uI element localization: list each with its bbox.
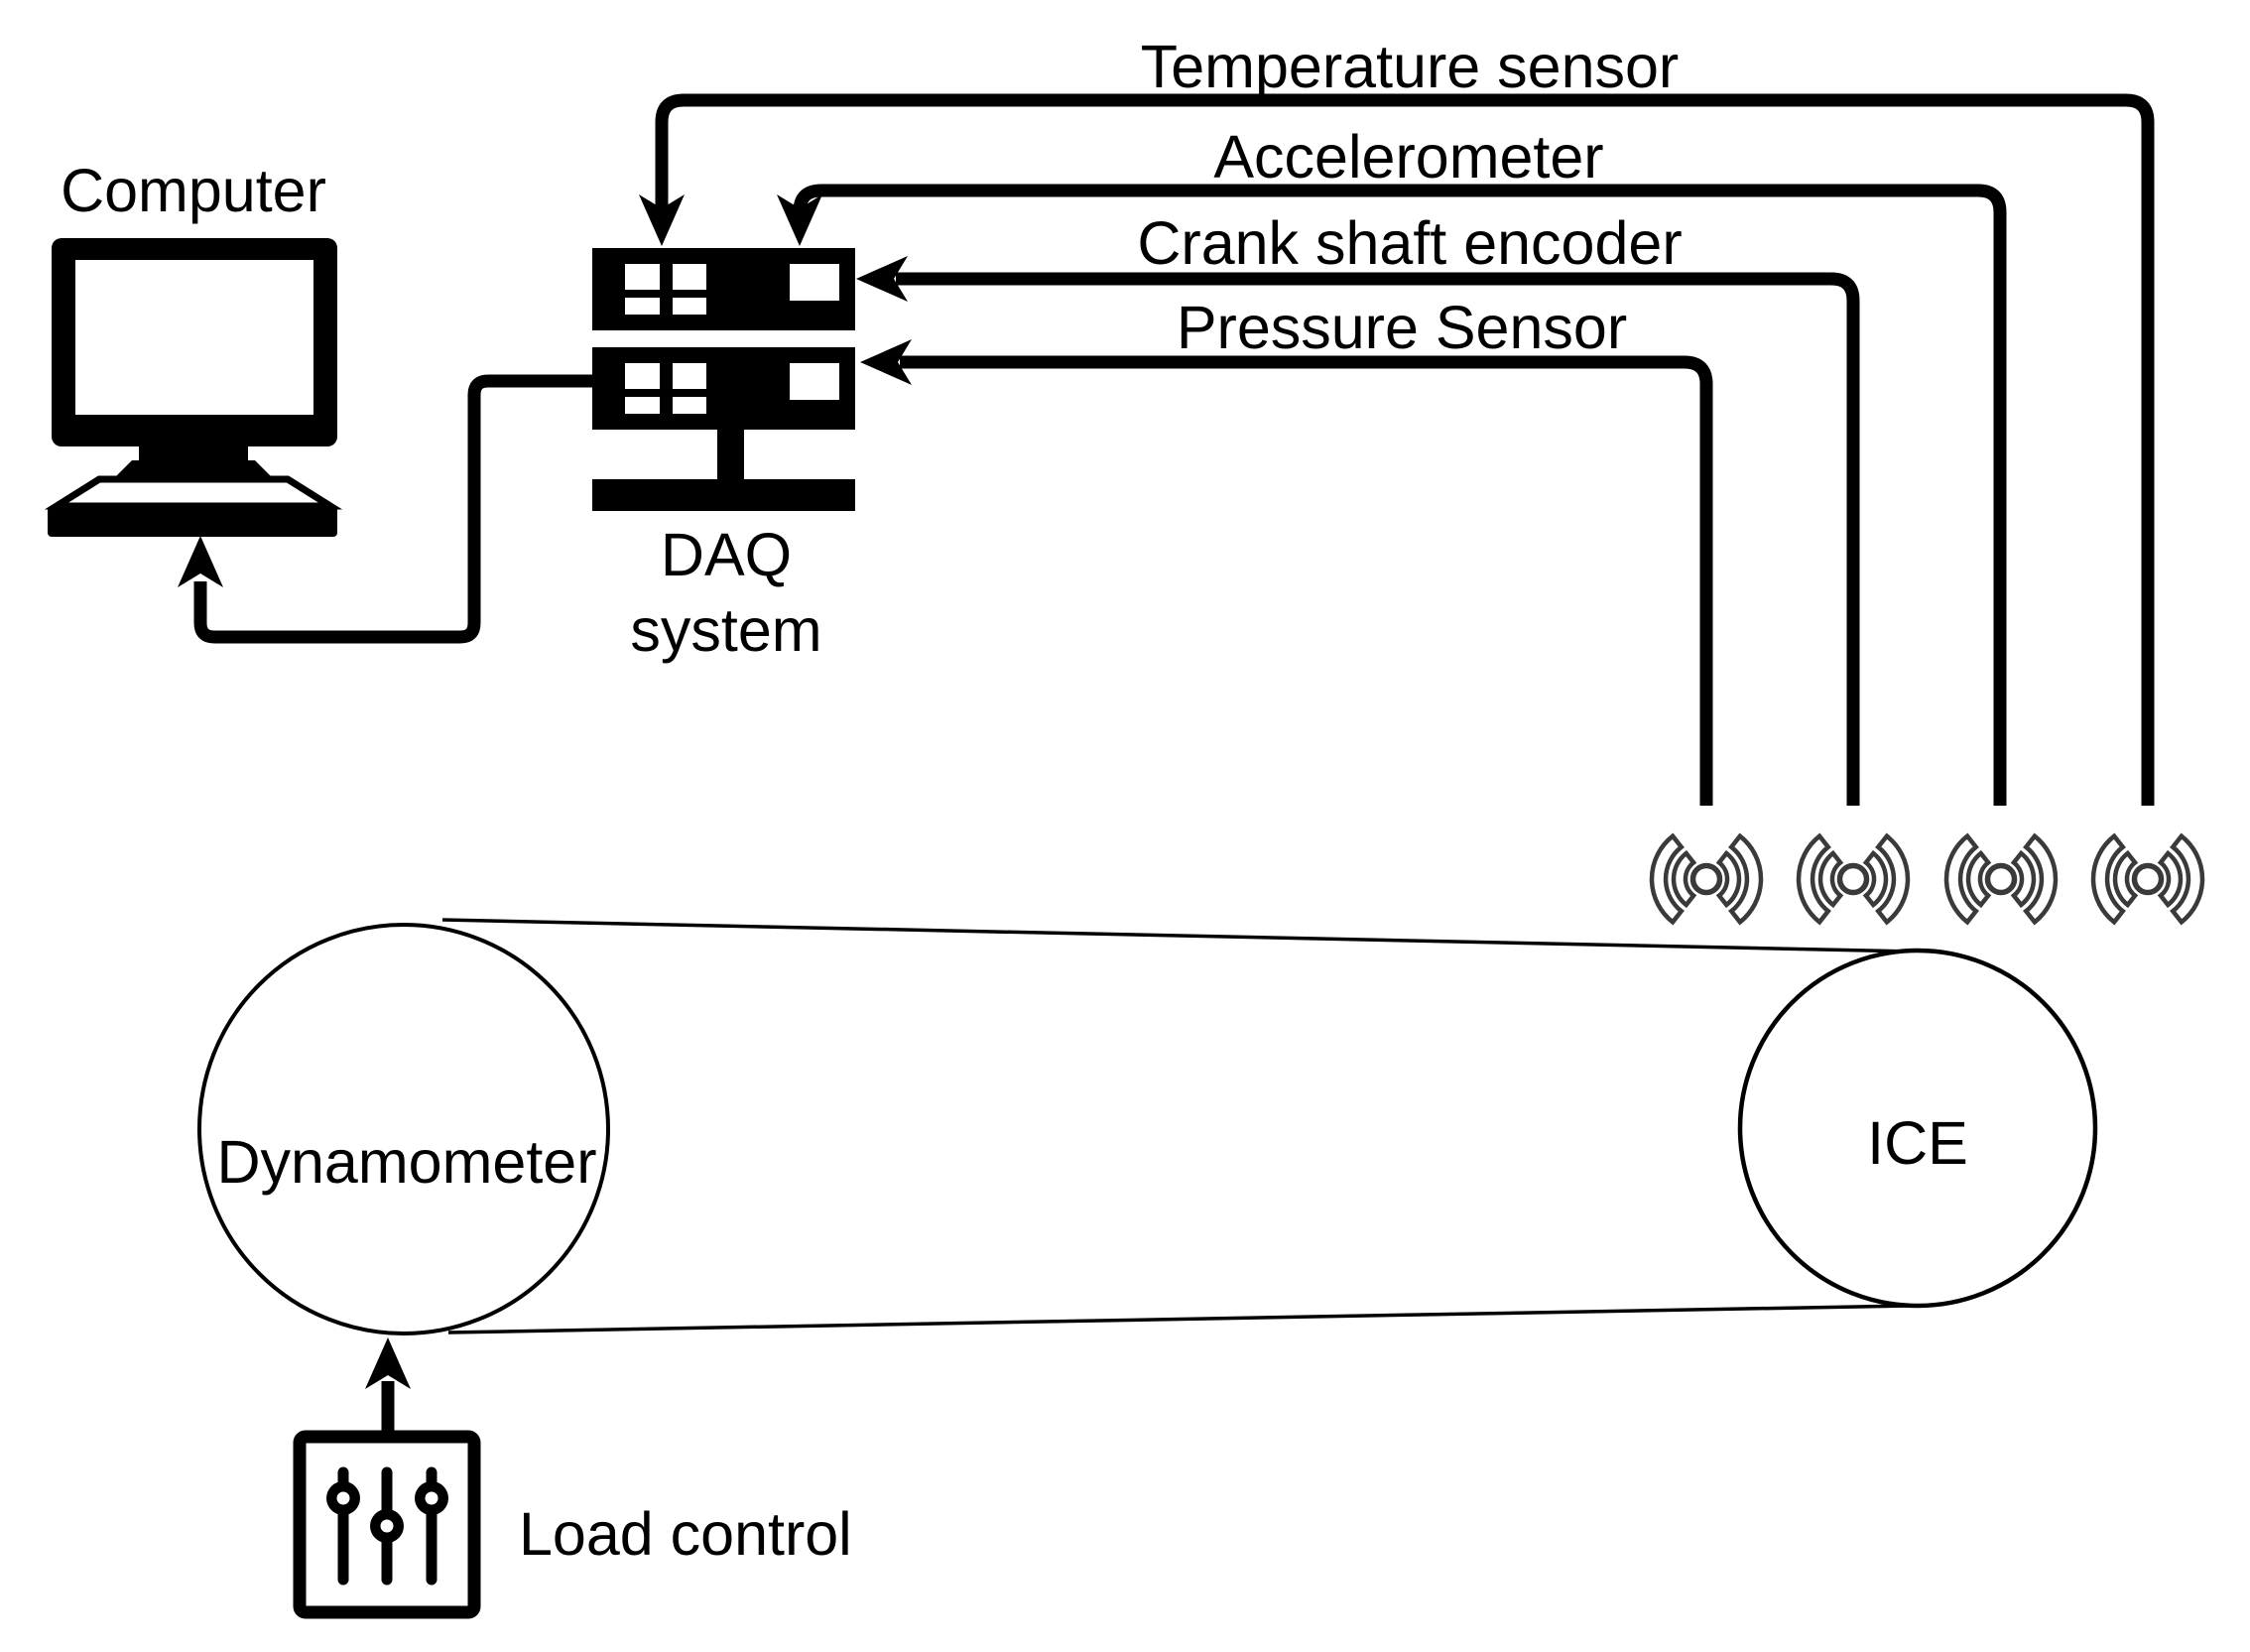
- wireless-signal-icon-1: [1652, 836, 1761, 923]
- wireless-signal-icon-3: [1946, 836, 2056, 923]
- dynamometer-label: Dynamometer: [216, 1128, 596, 1196]
- sensor-line-pressure-sensor: Pressure Sensor: [860, 294, 1713, 806]
- wireless-signal-icons: [1652, 836, 2202, 923]
- daq-to-computer-cable: [178, 374, 592, 644]
- arrowhead-into-daq-top-1: [639, 194, 685, 246]
- daq-server-icon: [592, 248, 855, 511]
- belt-top-line: [441, 918, 1915, 953]
- sensor-line-accelerometer: Accelerometer: [777, 123, 2007, 806]
- wireless-signal-icon-2: [1799, 836, 1908, 923]
- arrowhead-into-daq-right-2: [860, 339, 912, 385]
- ice-label: ICE: [1867, 1109, 1968, 1177]
- dynamometer-node: Dynamometer: [197, 923, 610, 1335]
- temperature-sensor-label: Temperature sensor: [1141, 33, 1679, 100]
- belt-bottom-line: [447, 1304, 1911, 1334]
- load-control-label: Load control: [519, 1500, 852, 1568]
- arrowhead-into-computer: [178, 536, 223, 587]
- daq-label-line2: system: [630, 596, 821, 664]
- computer-node: Computer: [44, 157, 343, 537]
- computer-monitor-icon: [44, 238, 343, 537]
- sensor-line-temperature: Temperature sensor: [639, 33, 2155, 806]
- load-control-arrow: [365, 1337, 411, 1437]
- ice-circle: [1737, 948, 2098, 1309]
- arrowhead-into-daq-right-1: [856, 256, 908, 302]
- daq-label-line1: DAQ: [661, 521, 792, 588]
- accelerometer-label: Accelerometer: [1213, 123, 1603, 191]
- pressure-sensor-label: Pressure Sensor: [1177, 294, 1627, 361]
- computer-label: Computer: [61, 157, 326, 224]
- load-control-sliders-icon: [293, 1430, 481, 1619]
- load-control-node: Load control: [293, 1337, 852, 1619]
- wireless-signal-icon-4: [2093, 836, 2202, 923]
- arrowhead-into-daq-top-2: [777, 194, 822, 246]
- ice-node: ICE: [1737, 948, 2098, 1309]
- dynamometer-circle: [197, 923, 610, 1335]
- arrowhead-into-dynamometer: [365, 1337, 411, 1389]
- sensor-line-crank-shaft-encoder: Crank shaft encoder: [856, 209, 1860, 806]
- daq-system-node: DAQ system: [592, 248, 855, 664]
- crank-shaft-encoder-label: Crank shaft encoder: [1137, 209, 1682, 277]
